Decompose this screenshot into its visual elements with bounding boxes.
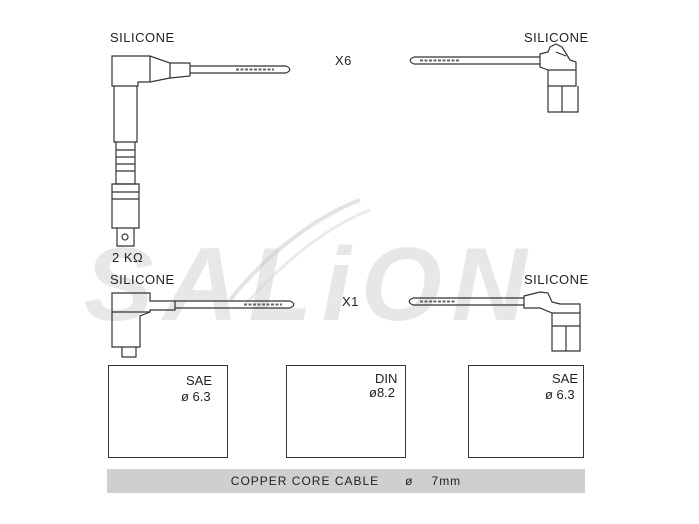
row2-right-cable (408, 297, 524, 306)
row2-right-boot (523, 291, 581, 352)
plug-box-3: SAE ø 6.3 (468, 365, 584, 458)
row2-left-label: SILICONE (110, 272, 175, 287)
box1-diameter: ø 6.3 (181, 389, 211, 404)
box2-diameter: ø8.2 (369, 385, 396, 400)
row1-right-cable (409, 56, 540, 65)
cable-spec-band: COPPER CORE CABLE ø 7mm (107, 469, 585, 493)
row2-right-label: SILICONE (524, 272, 589, 287)
plug-box-1: SAE ø 6.3 (108, 365, 228, 458)
row1-left-boot (111, 55, 191, 247)
box3-diameter: ø 6.3 (545, 387, 575, 402)
row2-left-boot (111, 292, 176, 358)
row1-left-label: SILICONE (110, 30, 175, 45)
plug-box-2: DIN ø8.2 (286, 365, 406, 458)
row2-quantity: X1 (342, 294, 359, 309)
row1-left-cable (190, 65, 291, 74)
watermark-swoosh (228, 198, 361, 302)
cable-type-text: COPPER CORE CABLE (230, 474, 380, 488)
row1-right-label: SILICONE (524, 30, 589, 45)
row1-right-boot (539, 43, 579, 113)
row1-quantity: X6 (335, 53, 352, 68)
row2-left-cable (175, 300, 295, 309)
cable-size-text: 7mm (431, 474, 462, 488)
resistor-value: 2 KΩ (112, 250, 144, 265)
box3-standard: SAE (552, 371, 579, 386)
box2-standard: DIN (375, 371, 398, 386)
box1-standard: SAE (186, 373, 213, 388)
diameter-symbol: ø (405, 474, 414, 488)
